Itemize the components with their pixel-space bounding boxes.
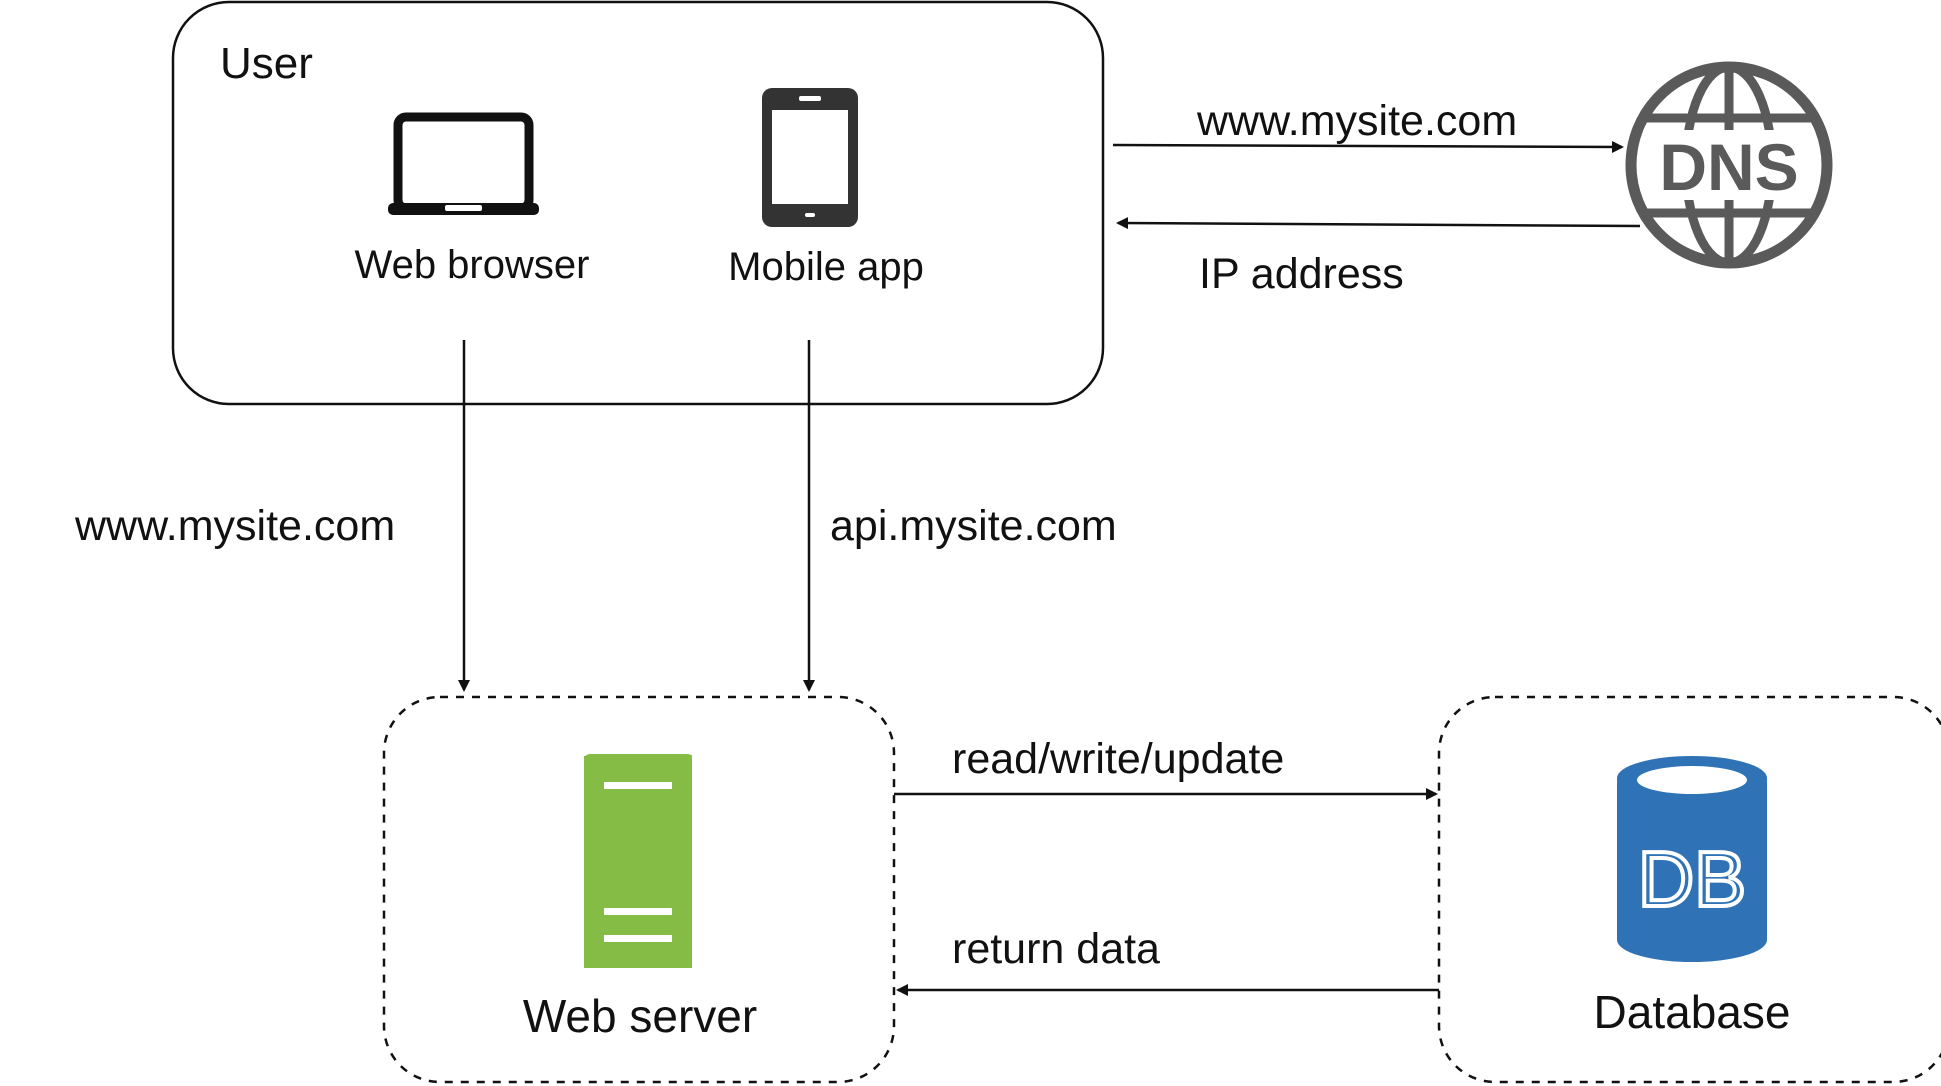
db-icon-text: DB — [1638, 835, 1746, 923]
dns-request-arrow — [1112, 140, 1624, 153]
server-to-db-label: read/write/update — [952, 735, 1284, 783]
user-title: User — [220, 39, 313, 88]
database-group: DB Database — [1437, 695, 1941, 1084]
web-server-label: Web server — [523, 990, 757, 1042]
dns-globe-icon: DNS — [1625, 61, 1833, 269]
db-to-server-label: return data — [952, 925, 1160, 973]
dns-icon-text: DNS — [1659, 130, 1798, 204]
app-to-server-label: api.mysite.com — [830, 502, 1117, 550]
laptop-icon — [388, 112, 539, 215]
mobile-app-label: Mobile app — [728, 245, 924, 289]
dns-response-label: IP address — [1199, 250, 1404, 298]
user-group: User Web browser Mobile app — [171, 0, 1105, 406]
user-box — [171, 0, 1105, 406]
web-server-group: Web server — [382, 695, 896, 1084]
browser-to-server-label: www.mysite.com — [74, 502, 395, 550]
database-cylinder-icon: DB — [1617, 756, 1767, 962]
dns-request-label: www.mysite.com — [1196, 97, 1517, 145]
dns-response-arrow — [1116, 217, 1641, 230]
server-rack-icon — [584, 754, 692, 968]
database-label: Database — [1594, 986, 1791, 1038]
web-browser-label: Web browser — [355, 243, 590, 287]
mobile-phone-icon — [762, 88, 858, 227]
